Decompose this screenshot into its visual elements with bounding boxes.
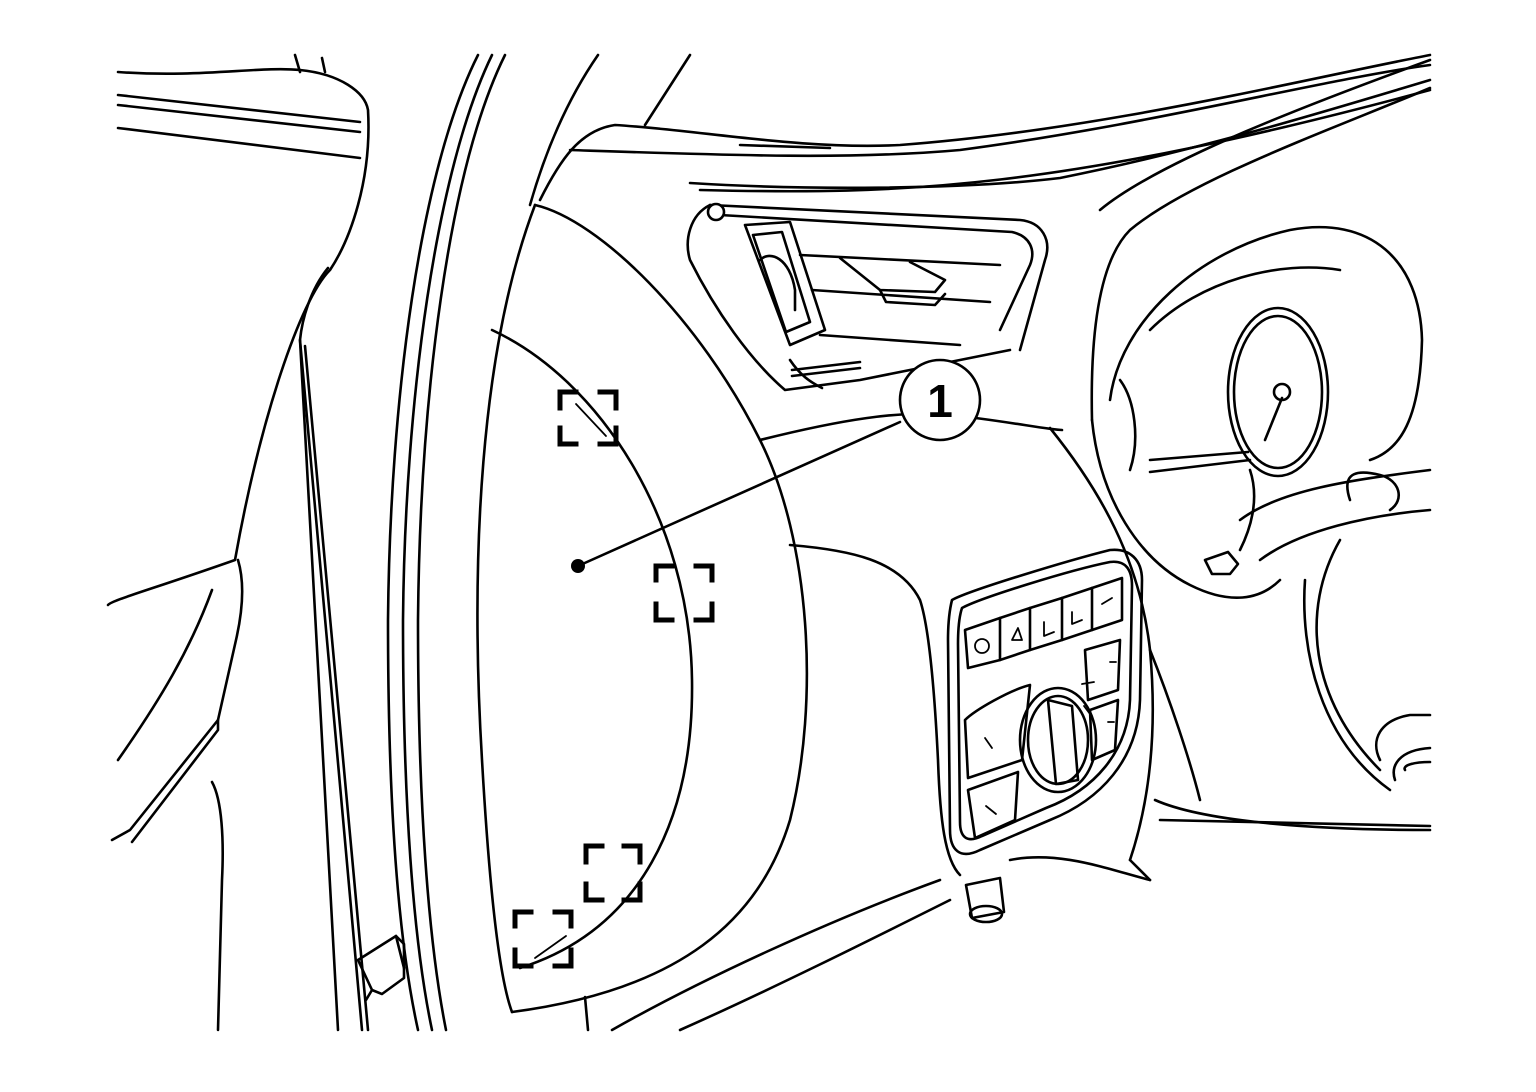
lower-dash: [610, 412, 1202, 1032]
a-pillar: [386, 53, 692, 1032]
clip-marker-3: [583, 843, 643, 903]
dashboard-top: [538, 53, 1432, 422]
instrument-cluster: [1090, 225, 1424, 600]
air-vent: [686, 202, 1049, 392]
callout-1: 1: [571, 358, 982, 573]
door-panel: [106, 53, 406, 1032]
clip-marker-1: [557, 389, 619, 447]
callout-number: 1: [927, 375, 953, 427]
headlamp-switch: [963, 576, 1124, 924]
knee-panel: [476, 203, 809, 1032]
clip-marker-4: [512, 909, 574, 969]
steering-wheel: [1153, 468, 1432, 832]
clip-marker-2: [653, 563, 715, 623]
